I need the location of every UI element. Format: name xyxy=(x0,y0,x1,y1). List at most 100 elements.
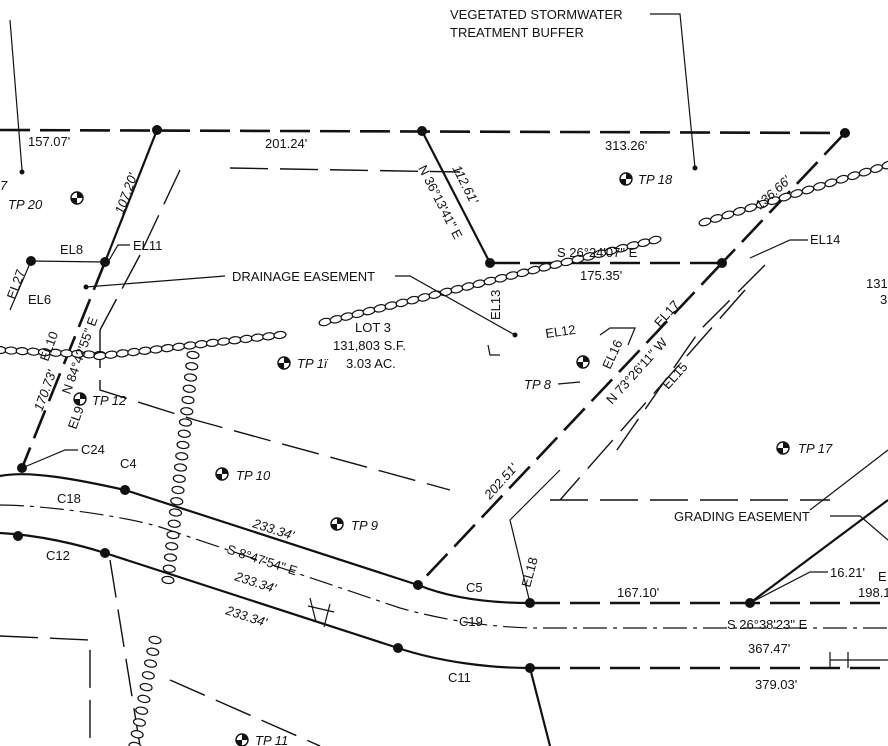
tp10-label: TP 10 xyxy=(236,468,271,483)
hedge-leaf xyxy=(130,730,144,739)
l16-leader xyxy=(749,571,828,604)
el16-arrow xyxy=(599,327,636,346)
distance-379: 379.03' xyxy=(755,677,797,692)
hedge-leaf xyxy=(395,298,409,308)
hedge-leaf xyxy=(527,265,541,275)
hedge-leaf xyxy=(183,373,198,382)
label-el13: EL13 xyxy=(488,290,503,320)
hedge-leaf xyxy=(549,260,563,269)
hedge-leaf xyxy=(168,508,183,517)
easement-line-i xyxy=(0,635,91,746)
label-el9: EL9 xyxy=(65,404,87,431)
test-pit-icon xyxy=(619,172,633,186)
hedge-leaf xyxy=(217,337,231,346)
label-el18: EL18 xyxy=(518,556,540,589)
label-el27: EL27 xyxy=(4,267,28,301)
lot-area-sf: 131,803 S.F. xyxy=(333,338,406,353)
tp8-label: TP 8 xyxy=(524,377,552,392)
test-pit-icon xyxy=(235,733,249,746)
boundary-line-170 xyxy=(20,261,107,469)
buffer-note-line2: TREATMENT BUFFER xyxy=(450,25,584,40)
test-pit-icon xyxy=(576,355,590,369)
hedge-leaf xyxy=(340,312,354,321)
hedge-leaf xyxy=(250,333,265,342)
c24-leader xyxy=(21,449,78,469)
distance-157: 157.07' xyxy=(28,134,70,149)
drainage-leader-2 xyxy=(85,275,226,288)
hedge-leaf xyxy=(648,235,662,245)
boundary-line-202 xyxy=(417,262,723,586)
hedge-leaf xyxy=(163,553,178,562)
distance-233c: 233.34' xyxy=(223,602,269,630)
culvert-2 xyxy=(829,652,888,668)
tp17-label: TP 17 xyxy=(798,441,833,456)
hedge-leaf xyxy=(494,273,508,283)
lot-area-ac: 3.03 AC. xyxy=(346,356,396,371)
hedge-leaf xyxy=(439,287,453,297)
hedge-leaf xyxy=(790,189,803,198)
hedge-leaf xyxy=(732,206,746,216)
hedge-leaf xyxy=(637,238,651,248)
hedge-leaf xyxy=(175,452,189,461)
hedge-leaf xyxy=(171,485,185,495)
easement-line-b xyxy=(229,167,461,173)
easement-line-h xyxy=(109,559,141,746)
distance-170: 170.73' xyxy=(31,368,60,413)
buffer-leader xyxy=(650,13,696,169)
hedge-leaf xyxy=(181,395,195,405)
hedge-leaf xyxy=(138,346,152,355)
hedge-leaf xyxy=(161,575,175,585)
hedge-leaf xyxy=(104,350,118,359)
hedge-leaf xyxy=(177,429,191,438)
hedge-leaf xyxy=(160,343,175,353)
hedge-leaf xyxy=(167,519,181,528)
distance-16: 16.21' xyxy=(830,565,865,580)
hedge-leaf xyxy=(870,164,883,173)
label-el8: EL8 xyxy=(60,242,83,257)
hedge-leaf xyxy=(835,174,849,184)
hedge-leaf xyxy=(262,332,276,341)
hedge-leaf xyxy=(135,706,149,715)
test-pit-icon xyxy=(215,467,229,481)
hedge-leaf xyxy=(180,407,194,416)
easement-line-j xyxy=(169,679,321,746)
label-c18: C18 xyxy=(57,491,81,506)
hedge-leaf xyxy=(273,330,287,340)
label-c24: C24 xyxy=(81,442,105,457)
partial-7: 7 xyxy=(0,178,8,193)
hedge-leaf xyxy=(173,463,188,472)
lot-name: LOT 3 xyxy=(355,320,391,335)
el14-leader xyxy=(749,239,808,259)
tp20-label: TP 20 xyxy=(8,197,43,212)
el12-line xyxy=(487,344,500,356)
hedge-leaf xyxy=(698,217,712,227)
test-pit-icon xyxy=(330,517,344,531)
hedge-leaf xyxy=(178,418,193,427)
hedge-leaf xyxy=(417,293,431,302)
distance-175: 175.35' xyxy=(580,268,622,283)
hedge-leaf xyxy=(406,295,420,305)
tp18-label: TP 18 xyxy=(638,172,673,187)
tp12-label: TP 12 xyxy=(92,393,127,408)
easement-line-c xyxy=(99,330,451,491)
test-pit-symbols xyxy=(70,172,790,746)
hedge-row-left xyxy=(0,160,888,746)
hedge-leaf xyxy=(183,341,197,350)
test-pit-icon xyxy=(776,441,790,455)
distance-198: 198.1 xyxy=(858,585,888,600)
boundary-line-el27 xyxy=(9,260,32,311)
hedge-leaf xyxy=(710,214,723,223)
label-c12: C12 xyxy=(46,548,70,563)
hedge-leaf xyxy=(858,167,872,177)
hedge-leaf xyxy=(15,347,29,356)
buffer-note-line1: VEGETATED STORMWATER xyxy=(450,7,623,22)
hedge-leaf xyxy=(483,276,497,286)
hedge-leaf xyxy=(362,306,376,316)
hedge-leaf xyxy=(186,350,200,360)
distance-112: 112.61' xyxy=(449,163,481,207)
label-el10: EL10 xyxy=(37,329,61,363)
boundary-line-107 xyxy=(103,129,159,263)
tp9-label: TP 9 xyxy=(351,518,378,533)
survey-points xyxy=(13,125,850,673)
